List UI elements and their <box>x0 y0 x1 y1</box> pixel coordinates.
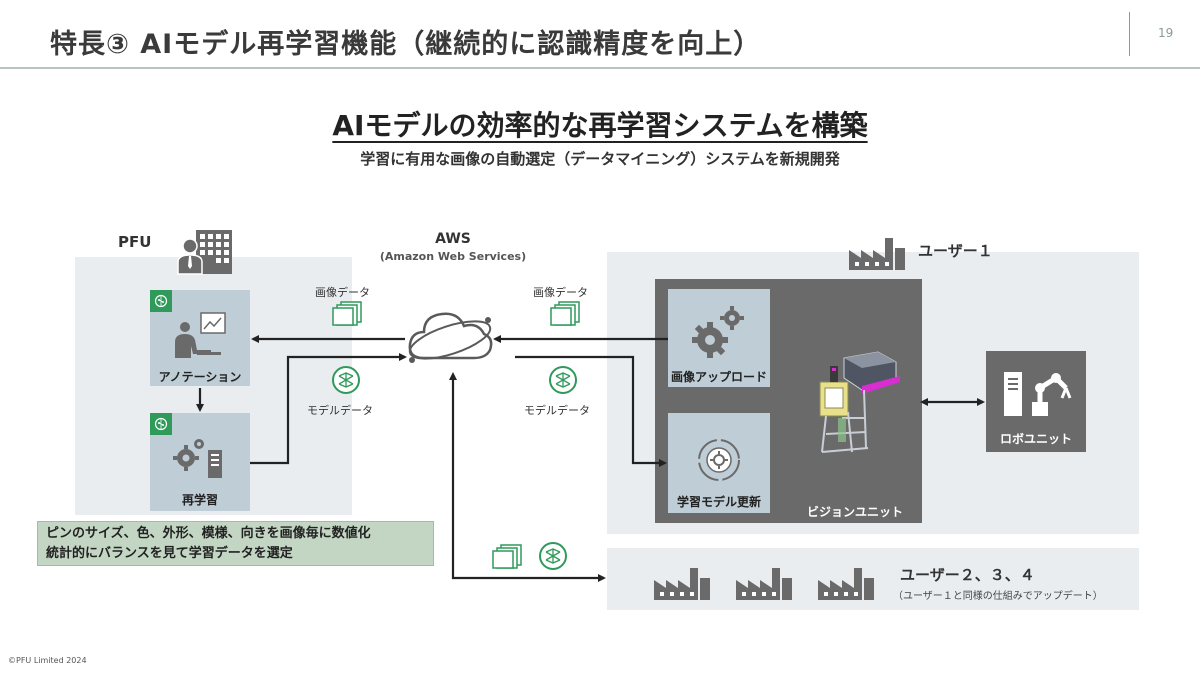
factory-icon-3 <box>736 568 792 600</box>
cloud-icon <box>408 312 493 363</box>
retrain-label: 再学習 <box>181 493 218 507</box>
office-building-icon <box>177 230 232 275</box>
vision-unit-label: ビジョンユニット <box>806 505 903 519</box>
annotation-label: アノテーション <box>158 370 242 384</box>
title-rule <box>0 67 1200 69</box>
left-image-data-label: 画像データ <box>315 286 370 299</box>
data-selection-note: ピンのサイズ、色、外形、模様、向きを画像毎に数値化 統計的にバランスを見て学習デ… <box>37 521 434 566</box>
update-cycle-icon <box>698 439 740 481</box>
left-model-data-label: モデルデータ <box>307 404 373 417</box>
note-line-1: ピンのサイズ、色、外形、模様、向きを画像毎に数値化 <box>46 526 371 541</box>
pfu-label: PFU <box>118 233 152 251</box>
model-update-label: 学習モデル更新 <box>676 495 761 509</box>
headline: AIモデルの効率的な再学習システムを構築 <box>0 104 1200 144</box>
image-upload-label: 画像アップロード <box>670 370 767 384</box>
image-folders-icon-2 <box>550 301 580 326</box>
user1-label: ユーザー１ <box>918 242 993 260</box>
brain-chip-icon-2 <box>154 417 168 431</box>
factory-icon-4 <box>818 568 874 600</box>
page-number: 19 <box>1158 26 1174 40</box>
users-other-sublabel: （ユーザー１と同様の仕組みでアップデート） <box>893 591 1103 602</box>
robot-unit-box <box>986 351 1086 452</box>
annotator-at-pc-icon <box>175 312 226 358</box>
brain-chip-icon <box>154 294 168 308</box>
factory-icon <box>849 238 905 270</box>
robot-arm-icon <box>1004 372 1072 416</box>
note-line-2: 統計的にバランスを見て学習データを選定 <box>46 546 293 561</box>
robot-unit-label: ロボユニット <box>999 432 1072 446</box>
subheadline: 学習に有用な画像の自動選定（データマイニング）システムを新規開発 <box>360 150 840 168</box>
vision-machine-icon <box>819 351 900 453</box>
copyright: ©PFU Limited 2024 <box>8 656 87 665</box>
gears-icon <box>692 306 744 358</box>
header-divider <box>1129 12 1130 56</box>
factory-icon-2 <box>654 568 710 600</box>
slide-title: 特長③ AIモデル再学習機能（継続的に認識精度を向上） <box>50 29 762 60</box>
right-image-data-label: 画像データ <box>533 286 588 299</box>
users-other-label: ユーザー２、３、４ <box>900 566 1035 584</box>
gears-server-icon <box>173 439 222 478</box>
ai-model-icon <box>332 366 360 394</box>
headline-text: AIモデルの効率的な再学習システムを構築 <box>332 109 868 142</box>
aws-sublabel: (Amazon Web Services) <box>379 250 527 263</box>
aws-label: AWS <box>435 231 471 247</box>
image-folders-icon <box>332 301 362 326</box>
